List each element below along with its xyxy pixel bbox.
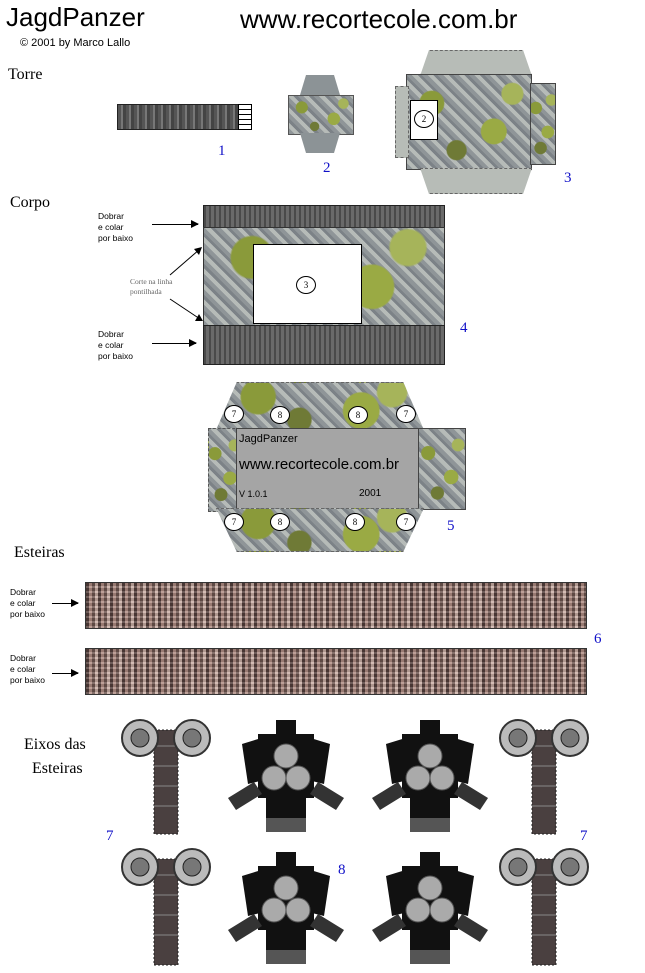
circle-label-8: 8 — [270, 406, 290, 424]
piece-3-top-flap — [420, 50, 532, 76]
wheel-piece-8-bottom-left — [228, 852, 344, 964]
part-number-8: 8 — [338, 862, 346, 878]
circle-label-7: 7 — [396, 405, 416, 423]
arrow-dobrar-top — [152, 220, 199, 228]
circle-label-7: 7 — [396, 513, 416, 531]
plate-version: V 1.0.1 — [239, 489, 268, 499]
part-number-7-right: 7 — [580, 828, 588, 844]
piece-4-bottom-strip — [203, 325, 445, 365]
piece-1-tab — [238, 104, 252, 130]
section-corpo: Corpo — [10, 194, 50, 211]
circle-label-8: 8 — [348, 406, 368, 424]
arrow-track2 — [52, 669, 79, 677]
part-number-3: 3 — [564, 170, 572, 186]
part-number-7-left: 7 — [106, 828, 114, 844]
arrow-track1 — [52, 599, 79, 607]
arrows-corte — [169, 247, 203, 321]
section-torre: Torre — [8, 66, 43, 83]
axle-piece-7-top-left — [121, 719, 211, 835]
part-number-5: 5 — [447, 518, 455, 534]
section-eixos-line1: Eixos das — [24, 736, 86, 753]
part-number-2: 2 — [323, 160, 331, 176]
axle-piece-7-bottom-right — [499, 848, 589, 966]
wheel-piece-8-bottom-right — [372, 852, 488, 964]
piece-3-bottom-flap — [420, 168, 532, 194]
piece-6-track-2 — [85, 648, 587, 695]
wheel-piece-8-top-right — [372, 720, 488, 832]
plate-name: JagdPanzer — [239, 433, 298, 445]
piece-3-left-flap — [395, 86, 409, 158]
page-title: JagdPanzer — [6, 2, 145, 32]
piece-5-bottom-flap — [216, 508, 424, 552]
section-eixos-line2: Esteiras — [32, 760, 83, 777]
section-esteiras: Esteiras — [14, 544, 65, 561]
circle-label-3: 3 — [296, 276, 316, 294]
piece-5-top-flap — [216, 382, 424, 430]
circle-label-2: 2 — [414, 110, 434, 128]
part-number-1: 1 — [218, 143, 226, 159]
circle-label-8: 8 — [345, 513, 365, 531]
axle-piece-7-top-right — [499, 719, 589, 835]
part-number-4: 4 — [460, 320, 468, 336]
part-number-6: 6 — [594, 631, 602, 647]
piece-6-track-1 — [85, 582, 587, 629]
wheel-piece-8-top-left — [228, 720, 344, 832]
piece-5-plate: JagdPanzer www.recortecole.com.br V 1.0.… — [236, 428, 420, 510]
piece-2-bottom-flap — [300, 133, 340, 153]
piece-3-right-flap — [530, 83, 556, 165]
piece-4-top-strip — [203, 205, 445, 229]
website-url: www.recortecole.com.br — [240, 4, 518, 34]
piece-1-strip — [117, 104, 241, 130]
circle-label-8: 8 — [270, 513, 290, 531]
piece-2-body — [288, 95, 354, 135]
piece-2-top-flap — [300, 75, 340, 95]
axle-piece-7-bottom-left — [121, 848, 211, 966]
copyright-text: © 2001 by Marco Lallo — [20, 37, 131, 49]
circle-label-7: 7 — [224, 513, 244, 531]
plate-year: 2001 — [359, 488, 382, 499]
plate-site: www.recortecole.com.br — [239, 456, 400, 473]
circle-label-7: 7 — [224, 405, 244, 423]
piece-5-right-flap — [418, 428, 466, 510]
arrow-dobrar-bottom — [152, 339, 197, 347]
